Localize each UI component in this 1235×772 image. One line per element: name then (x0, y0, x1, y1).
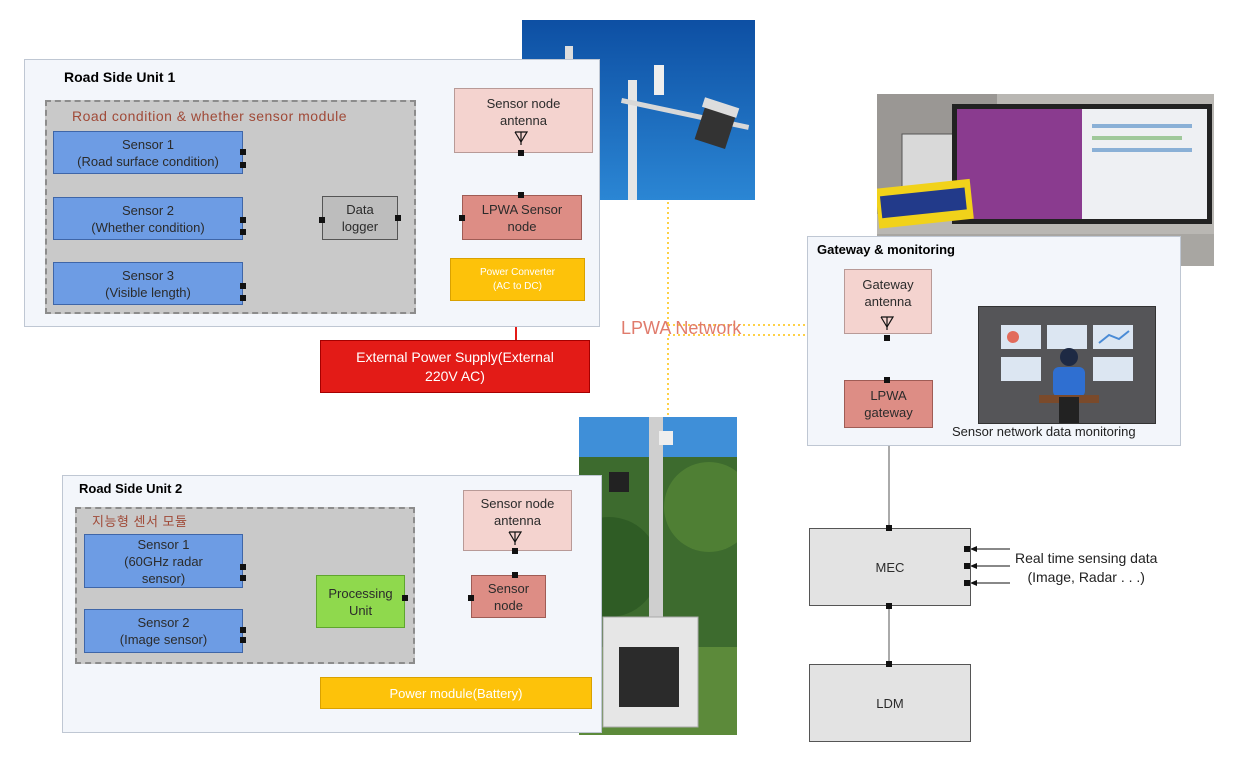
rsu1-sensor-3: Sensor 3 (Visible length) (53, 262, 243, 305)
data-logger: Data logger (322, 196, 398, 240)
external-power-supply: External Power Supply(External 220V AC) (320, 340, 590, 393)
lpwa-gateway: LPWA gateway (844, 380, 933, 428)
rsu2-antenna-icon (508, 531, 522, 545)
connector-dot (402, 595, 408, 601)
realtime-sensing-label: Real time sensing data (Image, Radar . .… (1015, 550, 1158, 585)
connector-dot (886, 661, 892, 667)
connector-dot (240, 162, 246, 168)
connector-dot (240, 627, 246, 633)
mec-box: MEC (809, 528, 971, 606)
rsu2-photo (579, 417, 737, 735)
connector-dot (240, 637, 246, 643)
rsu2-sensor-1: Sensor 1 (60GHz radar sensor) (84, 534, 243, 588)
power-converter: Power Converter (AC to DC) (450, 258, 585, 301)
rsu1-title: Road Side Unit 1 (64, 69, 176, 85)
connector-dot (886, 525, 892, 531)
gateway-antenna-icon (880, 316, 894, 330)
ldm-box: LDM (809, 664, 971, 742)
gateway-antenna: Gateway antenna (844, 269, 932, 334)
connector-dot (240, 217, 246, 223)
processing-unit: Processing Unit (316, 575, 405, 628)
connector-dot (240, 564, 246, 570)
connector-dot (240, 229, 246, 235)
connector-dot (459, 215, 465, 221)
connector-dot (884, 377, 890, 383)
lpwa-sensor-node: LPWA Sensor node (462, 195, 582, 240)
connector-dot (518, 150, 524, 156)
monitoring-caption: Sensor network data monitoring (952, 424, 1136, 439)
power-module-battery: Power module(Battery) (320, 677, 592, 709)
rsu1-sensor-1: Sensor 1 (Road surface condition) (53, 131, 243, 174)
lpwa-network-label: LPWA Network (621, 318, 742, 338)
rsu1-antenna-icon (514, 131, 528, 145)
connector-dot (240, 283, 246, 289)
connector-dot (512, 572, 518, 578)
rsu1-sensor-node-antenna: Sensor node antenna (454, 88, 593, 153)
connector-dot (468, 595, 474, 601)
rsu2-module-label: 지능형 센서 모듈 (92, 514, 188, 529)
connector-dot (964, 580, 970, 586)
rsu2-title: Road Side Unit 2 (79, 481, 183, 496)
connector-dot (240, 149, 246, 155)
monitoring-illustration (978, 306, 1156, 424)
connector-dot (964, 546, 970, 552)
gateway-title: Gateway & monitoring (817, 242, 955, 257)
connector-dot (884, 335, 890, 341)
rsu2-sensor-2: Sensor 2 (Image sensor) (84, 609, 243, 653)
connector-dot (512, 548, 518, 554)
connector-dot (518, 192, 524, 198)
rsu1-sensor-2: Sensor 2 (Whether condition) (53, 197, 243, 240)
rsu2-sensor-node: Sensor node (471, 575, 546, 618)
connector-dot (395, 215, 401, 221)
connector-dot (240, 575, 246, 581)
connector-dot (240, 295, 246, 301)
connector-dot (964, 563, 970, 569)
connector-dot (886, 603, 892, 609)
connector-dot (319, 217, 325, 223)
rsu1-module-label: Road condition & whether sensor module (72, 108, 348, 124)
